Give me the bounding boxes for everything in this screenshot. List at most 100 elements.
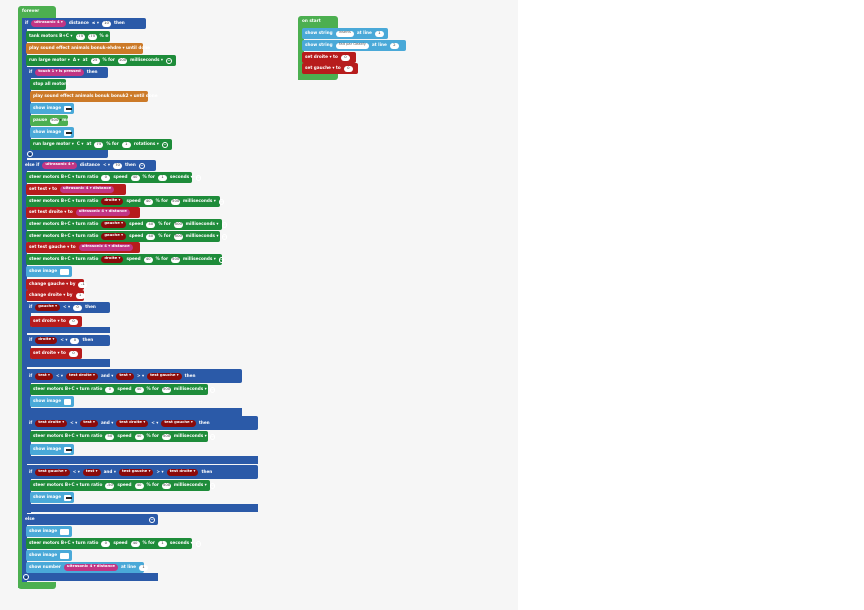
value-field[interactable]: 1 <box>157 174 167 181</box>
remove-icon[interactable]: − <box>149 516 155 523</box>
steer-motors-block[interactable]: steer motors B+C ▾ turn ratio gauche ▾ s… <box>26 231 227 242</box>
if-touch-block[interactable]: if touch 1 ▾ is pressed then <box>26 67 108 78</box>
show-image-block[interactable]: show image <box>30 492 74 503</box>
value-field[interactable]: 10 <box>101 20 111 27</box>
add-icon[interactable]: + <box>27 151 33 157</box>
value-field[interactable]: 40 <box>134 482 144 489</box>
if-block[interactable]: if ultrasonic 4 ▾ distance ≤ ▾ 10 then <box>22 18 146 29</box>
show-image-block[interactable]: show image <box>26 526 72 537</box>
value-field[interactable]: 40 <box>130 174 140 181</box>
value-field[interactable]: -50 <box>105 481 115 489</box>
forever-block[interactable]: forever <box>18 6 56 18</box>
remove-icon[interactable]: − <box>195 540 202 547</box>
string-field[interactable]: Fait par Geakfy <box>335 42 369 49</box>
value-field[interactable]: 500 <box>171 197 181 205</box>
remove-icon[interactable]: − <box>161 141 168 148</box>
run-motor-block[interactable]: run large motor ▾ A ▾ at 25 % for 100 mi… <box>26 55 176 66</box>
set-variable-block[interactable]: set droite ▾ to 0 <box>30 348 82 359</box>
value-field[interactable]: 1 <box>75 292 85 299</box>
value-field[interactable]: 25 <box>90 57 100 64</box>
show-image-block[interactable]: show image <box>30 103 74 114</box>
image-thumbnail[interactable] <box>60 552 69 559</box>
value-field[interactable]: 1 <box>121 141 131 148</box>
steer-motors-block[interactable]: steer motors B+C ▾ turn ratio droite ▾ s… <box>26 254 225 265</box>
if-block[interactable]: if test droite ▾ < ▾ test ▾ and ▾ test d… <box>26 416 258 430</box>
ultrasonic-sensor-pill[interactable]: ultrasonic 4 ▾ <box>31 20 66 27</box>
show-string-block[interactable]: show string Fait par Geakfy at line 2 <box>302 40 406 51</box>
value-field[interactable]: 40 <box>143 256 153 263</box>
value-field[interactable]: 0 <box>70 337 80 344</box>
steer-motors-block[interactable]: steer motors B+C ▾ turn ratio gauche ▾ s… <box>26 219 227 230</box>
string-field[interactable]: Inserts <box>335 30 354 37</box>
add-icon[interactable]: + <box>23 574 29 580</box>
value-field[interactable]: 500 <box>161 481 171 489</box>
if-block[interactable]: if gauche ▾ < ▾ 0 then <box>26 302 110 313</box>
image-thumbnail[interactable] <box>64 494 73 501</box>
steer-motors-block[interactable]: steer motors B+C ▾ turn ratio 0 speed 40… <box>26 538 202 549</box>
value-field[interactable]: 0 <box>68 318 78 325</box>
value-field[interactable]: 50 <box>105 433 115 440</box>
value-field[interactable]: 0 <box>105 386 115 393</box>
value-field[interactable]: 2 <box>389 42 399 49</box>
show-image-block[interactable]: show image <box>26 550 72 561</box>
run-motor-block[interactable]: run large motor ▾ C ▾ at 75 % for 1 rota… <box>30 139 172 150</box>
value-field[interactable]: 40 <box>143 198 153 205</box>
value-field[interactable]: 40 <box>146 233 156 240</box>
value-field[interactable]: 500 <box>171 255 181 263</box>
value-field[interactable]: 0 <box>73 304 83 311</box>
image-thumbnail[interactable] <box>64 129 73 136</box>
remove-icon[interactable]: − <box>195 174 202 181</box>
else-if-block[interactable]: else if ultrasonic 4 ▾ distance < ▾ 70 t… <box>22 160 156 171</box>
show-image-block[interactable]: show image <box>30 127 74 138</box>
show-image-block[interactable]: show image <box>26 266 72 277</box>
value-field[interactable]: -75 <box>75 32 85 40</box>
set-variable-block[interactable]: set gauche ▾ to 0 <box>302 63 358 74</box>
value-field[interactable]: 40 <box>134 386 144 393</box>
show-string-block[interactable]: show string Inserts at line 1 <box>302 28 388 39</box>
remove-icon[interactable]: − <box>221 233 227 240</box>
image-thumbnail[interactable] <box>60 528 69 535</box>
steer-motors-block[interactable]: steer motors B+C ▾ turn ratio droite ▾ s… <box>26 196 225 207</box>
image-thumbnail[interactable] <box>64 105 73 112</box>
blocks-workspace[interactable]: forever if ultrasonic 4 ▾ distance ≤ ▾ 1… <box>0 0 518 610</box>
set-variable-block[interactable]: set droite ▾ to 0 <box>302 52 356 63</box>
remove-icon[interactable]: − <box>218 198 225 205</box>
value-field[interactable]: 0 <box>68 350 78 357</box>
show-image-block[interactable]: show image <box>30 444 74 455</box>
steer-motors-block[interactable]: steer motors B+C ▾ turn ratio 0 speed 40… <box>30 384 216 395</box>
show-number-block[interactable]: show number ultrasonic 4 ▾ distance at l… <box>26 562 148 573</box>
set-variable-block[interactable]: set test gauche ▾ to ultrasonic 4 ▾ dist… <box>26 242 140 253</box>
value-field[interactable]: 500 <box>161 385 171 393</box>
image-thumbnail[interactable] <box>64 398 71 405</box>
value-field[interactable]: 500 <box>173 232 183 240</box>
value-field[interactable]: -75 <box>87 32 97 40</box>
value-field[interactable]: 0 <box>101 174 111 181</box>
play-sound-block[interactable]: play sound effect animals bonuk-ehdre ▾ … <box>26 43 150 54</box>
value-field[interactable]: 0 <box>340 54 350 61</box>
value-field[interactable]: 100 <box>117 56 128 64</box>
value-field[interactable]: 1 <box>157 540 167 547</box>
set-variable-block[interactable]: set test droite ▾ to ultrasonic 4 ▾ dist… <box>26 207 140 218</box>
value-field[interactable]: 1 <box>374 30 384 37</box>
play-sound-block[interactable]: play sound effect animals bonuk bonuk2 ▾… <box>30 91 158 102</box>
tank-motors-block[interactable]: tank motors B+C ▾ -75 -75 % ⊕ <box>26 31 110 42</box>
steer-motors-block[interactable]: steer motors B+C ▾ turn ratio 50 speed 4… <box>30 431 216 442</box>
value-field[interactable]: 40 <box>130 540 140 547</box>
value-field[interactable]: 40 <box>134 433 144 440</box>
value-field[interactable]: 500 <box>161 432 171 440</box>
steer-motors-block[interactable]: steer motors B+C ▾ turn ratio 0 speed 40… <box>26 172 202 183</box>
remove-icon[interactable]: − <box>166 57 172 64</box>
remove-icon[interactable]: − <box>218 256 225 263</box>
value-field[interactable]: 75 <box>94 141 104 148</box>
value-field[interactable]: -1 <box>78 281 88 288</box>
if-block[interactable]: if test gauche ▾ < ▾ test ▾ and ▾ test g… <box>26 465 258 479</box>
ultrasonic-sensor-pill[interactable]: ultrasonic 4 ▾ <box>42 162 77 169</box>
steer-motors-block[interactable]: steer motors B+C ▾ turn ratio -50 speed … <box>30 480 216 491</box>
set-variable-block[interactable]: set test ▾ to ultrasonic 4 ▾ distance <box>26 184 126 195</box>
remove-icon[interactable]: − <box>209 386 216 393</box>
compare-operator[interactable]: ≤ ▾ <box>91 20 99 26</box>
remove-icon[interactable]: − <box>138 162 145 169</box>
value-field[interactable]: 70 <box>113 162 123 169</box>
image-thumbnail[interactable] <box>64 446 73 453</box>
value-field[interactable]: 500 <box>173 220 183 228</box>
